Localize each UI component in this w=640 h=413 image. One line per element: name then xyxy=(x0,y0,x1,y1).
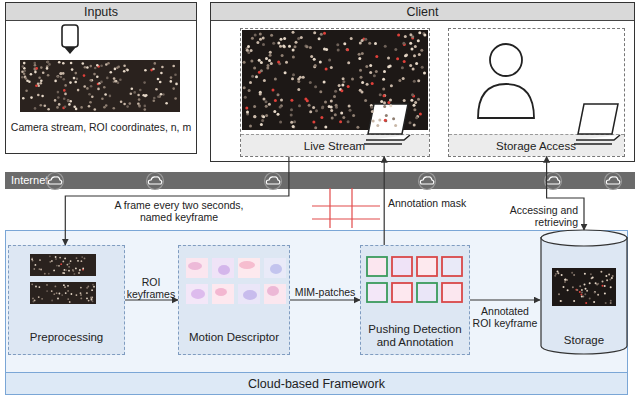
edge-label: MIM-patches xyxy=(290,286,360,298)
process-box: Pushing Detection and Annotation xyxy=(360,245,470,355)
panel-heading: Client xyxy=(211,3,634,21)
input-description: Camera stream, ROI coordinates, n, m xyxy=(10,121,192,134)
panel-caption: Cloud-based Framework xyxy=(6,372,627,394)
band-label: Internet xyxy=(11,172,48,189)
process-label: Pushing Detection and Annotation xyxy=(367,323,463,349)
cylinder-top xyxy=(541,230,627,246)
storage-cylinder: Storage xyxy=(540,229,628,355)
edge-label: Annotation mask xyxy=(388,197,468,209)
framework-panel: Cloud-based Framework Preprocessing Motion… xyxy=(5,230,628,395)
edge-label: Annotated ROI keyframe xyxy=(472,305,538,329)
mask-grid xyxy=(312,188,380,228)
storage-label: Storage xyxy=(540,334,628,347)
client-panel: ClientLive Stream Storage Access xyxy=(210,2,635,162)
edge-label: A frame every two seconds, named keyfram… xyxy=(104,199,254,223)
module-label: Live Stream xyxy=(241,134,429,156)
network-band: Internet xyxy=(5,172,635,189)
client-module: Storage Access xyxy=(448,28,625,157)
edge-label: ROI keyframes xyxy=(126,276,176,300)
module-label: Storage Access xyxy=(449,134,624,156)
process-box: Preprocessing xyxy=(8,245,125,355)
input-panel: InputsCamera stream, ROI coordinates, n,… xyxy=(5,2,197,154)
process-label: Motion Descriptor xyxy=(183,331,285,344)
panel-heading: Inputs xyxy=(6,3,196,21)
edge-label: Accessing and retrieving xyxy=(470,204,578,228)
cylinder-body xyxy=(541,237,627,354)
client-module: Live Stream xyxy=(240,28,430,157)
process-box: Motion Descriptor xyxy=(178,245,290,355)
process-label: Preprocessing xyxy=(13,331,120,344)
